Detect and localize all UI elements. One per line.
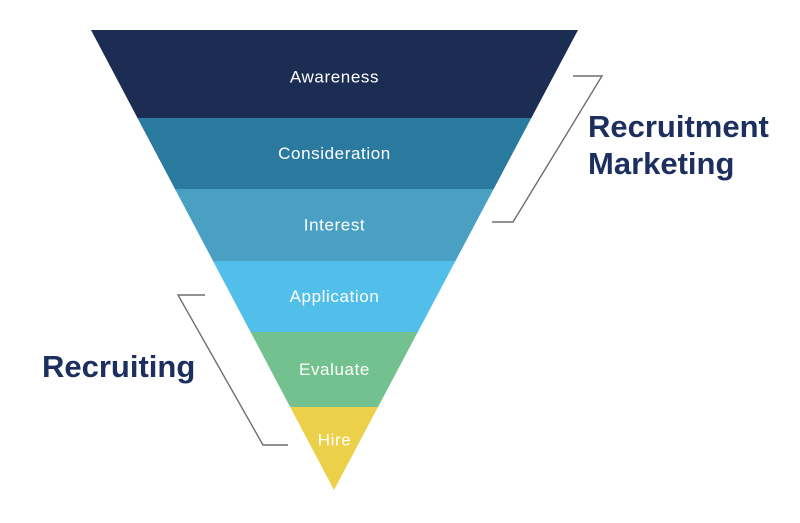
group-label-line: Recruitment — [588, 109, 769, 144]
funnel-stage-application — [213, 261, 456, 332]
stage-label-hire: Hire — [318, 431, 352, 450]
stage-label-awareness: Awareness — [290, 68, 379, 87]
stage-label-interest: Interest — [304, 216, 366, 235]
stage-label-consideration: Consideration — [278, 144, 391, 163]
bracket-left — [176, 294, 288, 446]
funnel-stage-hire — [290, 407, 379, 490]
group-label-recruiting: Recruiting — [42, 348, 195, 385]
group-label-line: Marketing — [588, 146, 735, 181]
funnel-stage-evaluate — [250, 332, 418, 407]
funnel-stage-interest — [174, 189, 494, 261]
group-label-recruitment-marketing: Recruitment Marketing — [588, 108, 769, 182]
stage-label-evaluate: Evaluate — [299, 360, 370, 379]
bracket-right — [492, 75, 604, 223]
funnel-stage-awareness — [91, 30, 578, 118]
stage-label-application: Application — [290, 287, 380, 306]
group-label-line: Recruiting — [42, 349, 196, 384]
funnel-stage-consideration — [137, 118, 532, 189]
